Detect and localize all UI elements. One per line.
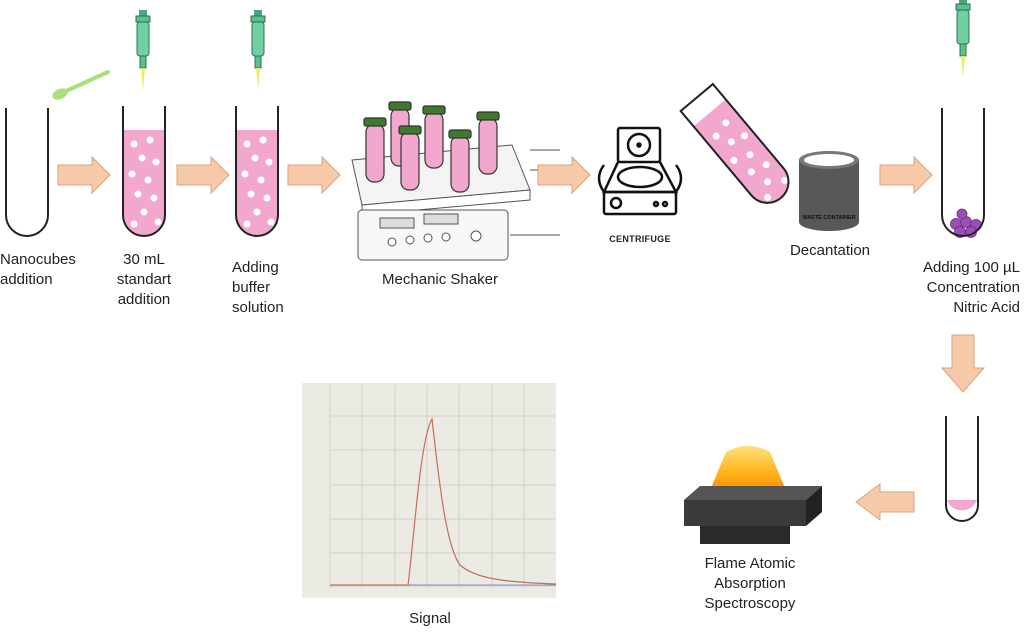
arrow-left	[855, 483, 915, 521]
pipette-icon	[955, 0, 971, 79]
arrow-down	[940, 334, 986, 393]
label-decantation: Decantation	[789, 242, 871, 259]
label-signal: Signal	[409, 610, 451, 627]
centrifuge-icon	[597, 126, 683, 216]
pipette-icon	[250, 9, 266, 91]
nitric-acid-tube	[941, 108, 985, 238]
arrow-right	[879, 156, 933, 194]
label-nanocubes: Nanocubes addition	[0, 251, 76, 288]
label-nitric-acid: Adding 100 µL Concentration Nitric Acid	[922, 259, 1020, 316]
flame-burner-icon	[684, 446, 822, 544]
arrow-right	[176, 156, 230, 194]
signal-chart	[302, 383, 557, 598]
mechanic-shaker	[351, 101, 560, 261]
arrow-right	[537, 156, 591, 194]
waste-container: WASTE CONTAINER	[799, 151, 859, 231]
label-centrifuge: CENTRIFUGE	[609, 234, 671, 244]
label-standard-addition: 30 mL standart addition	[116, 251, 172, 308]
pipette-icon	[135, 9, 151, 91]
empty-tube	[5, 108, 49, 237]
label-faas: Flame Atomic Absorption Spectroscopy	[704, 555, 796, 612]
arrow-right	[287, 156, 341, 194]
waste-container-label: WASTE CONTAINER	[802, 215, 855, 221]
arrow-right	[57, 156, 111, 194]
label-shaker: Mechanic Shaker	[382, 271, 498, 288]
spoon-icon	[52, 70, 110, 100]
sample-tube	[945, 416, 979, 522]
decant-tube	[679, 82, 791, 204]
standard-tube	[122, 106, 166, 237]
buffer-tube	[235, 106, 279, 237]
label-buffer: Adding buffer solution	[232, 259, 284, 316]
